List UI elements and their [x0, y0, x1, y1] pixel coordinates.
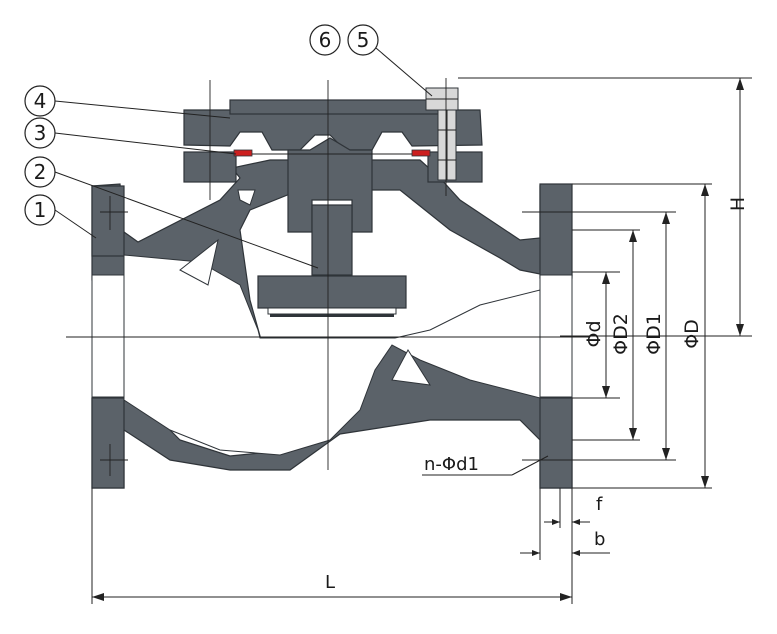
- dim-phi-D1: ΦD1: [643, 313, 665, 355]
- dim-f: f: [596, 494, 603, 515]
- centerlines: [66, 78, 590, 476]
- dim-b: b: [594, 529, 605, 550]
- svg-text:4: 4: [34, 89, 47, 113]
- dim-n-phi-d1: n-Φd1: [424, 454, 479, 475]
- gasket: [233, 149, 431, 157]
- dim-L: L: [325, 572, 335, 593]
- dim-phi-D2: ΦD2: [610, 313, 632, 355]
- dim-H: H: [727, 197, 749, 211]
- callouts: 6 5 4 3 2 1: [24, 24, 433, 269]
- dimensions: H Φd ΦD2 ΦD1 ΦD n-Φd1: [91, 77, 752, 604]
- callout-6: 6: [309, 24, 341, 56]
- svg-text:5: 5: [357, 28, 370, 52]
- valve-body: [91, 159, 573, 489]
- svg-text:2: 2: [34, 160, 47, 184]
- bolt-nut: [425, 87, 459, 181]
- dim-phi-D: ΦD: [681, 319, 703, 349]
- disc-assembly: [257, 204, 407, 317]
- callout-5: 5: [347, 24, 433, 97]
- svg-text:1: 1: [34, 198, 47, 222]
- svg-text:3: 3: [34, 121, 47, 145]
- dim-phi-d: Φd: [583, 320, 605, 347]
- svg-text:6: 6: [319, 28, 332, 52]
- callout-1: 1: [24, 194, 97, 239]
- callout-4: 4: [24, 85, 231, 119]
- callout-3: 3: [24, 117, 237, 155]
- callout-2: 2: [24, 156, 319, 269]
